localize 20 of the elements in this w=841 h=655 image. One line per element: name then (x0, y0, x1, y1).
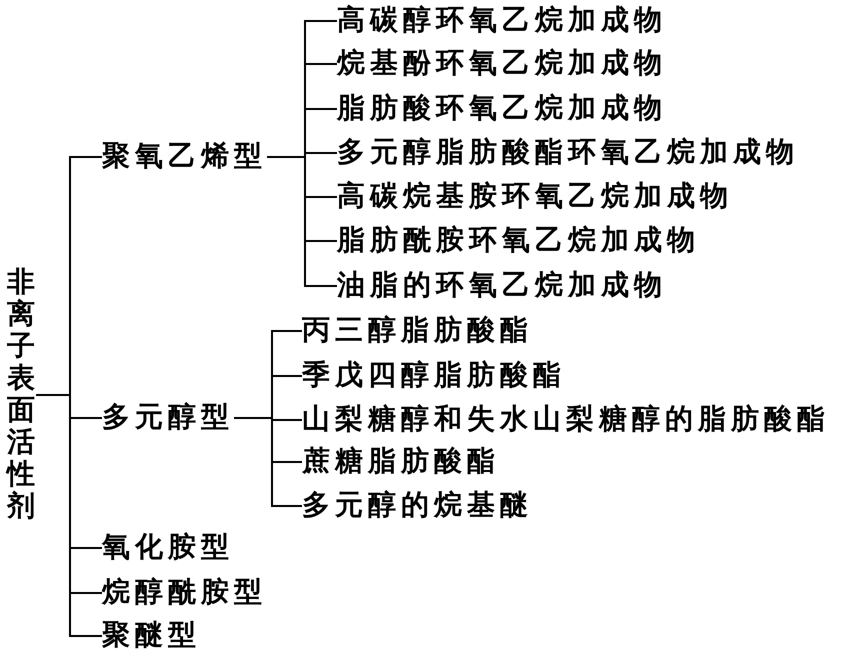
item-label: 脂肪酰胺环氧乙烷加成物 (337, 223, 700, 259)
category-label: 氧化胺型 (102, 530, 234, 566)
category-label: 非离子表面活性剂 (6, 267, 36, 523)
item-label: 多元醇脂肪酸酯环氧乙烷加成物 (337, 135, 799, 171)
item-label: 高碳烷基胺环氧乙烷加成物 (337, 179, 733, 215)
item-label: 脂肪酸环氧乙烷加成物 (337, 91, 667, 127)
category-label: 烷醇酰胺型 (102, 575, 267, 611)
connector-line (267, 156, 337, 287)
category-label: 聚醚型 (102, 618, 201, 654)
item-label: 山梨糖醇和失水山梨糖醇的脂肪酸酯 (302, 402, 830, 438)
item-label: 高碳醇环氧乙烷加成物 (337, 3, 667, 39)
category-label: 聚氧乙烯型 (102, 139, 267, 175)
item-label: 烷基酚环氧乙烷加成物 (337, 46, 667, 82)
item-label: 多元醇的烷基醚 (302, 488, 533, 524)
item-label: 季戊四醇脂肪酸酯 (302, 358, 566, 394)
connector-line (36, 394, 102, 637)
item-label: 油脂的环氧乙烷加成物 (337, 268, 667, 304)
item-label: 丙三醇脂肪酸酯 (302, 313, 533, 349)
category-label: 多元醇型 (102, 400, 234, 436)
item-label: 蔗糖脂肪酸酯 (302, 444, 500, 480)
